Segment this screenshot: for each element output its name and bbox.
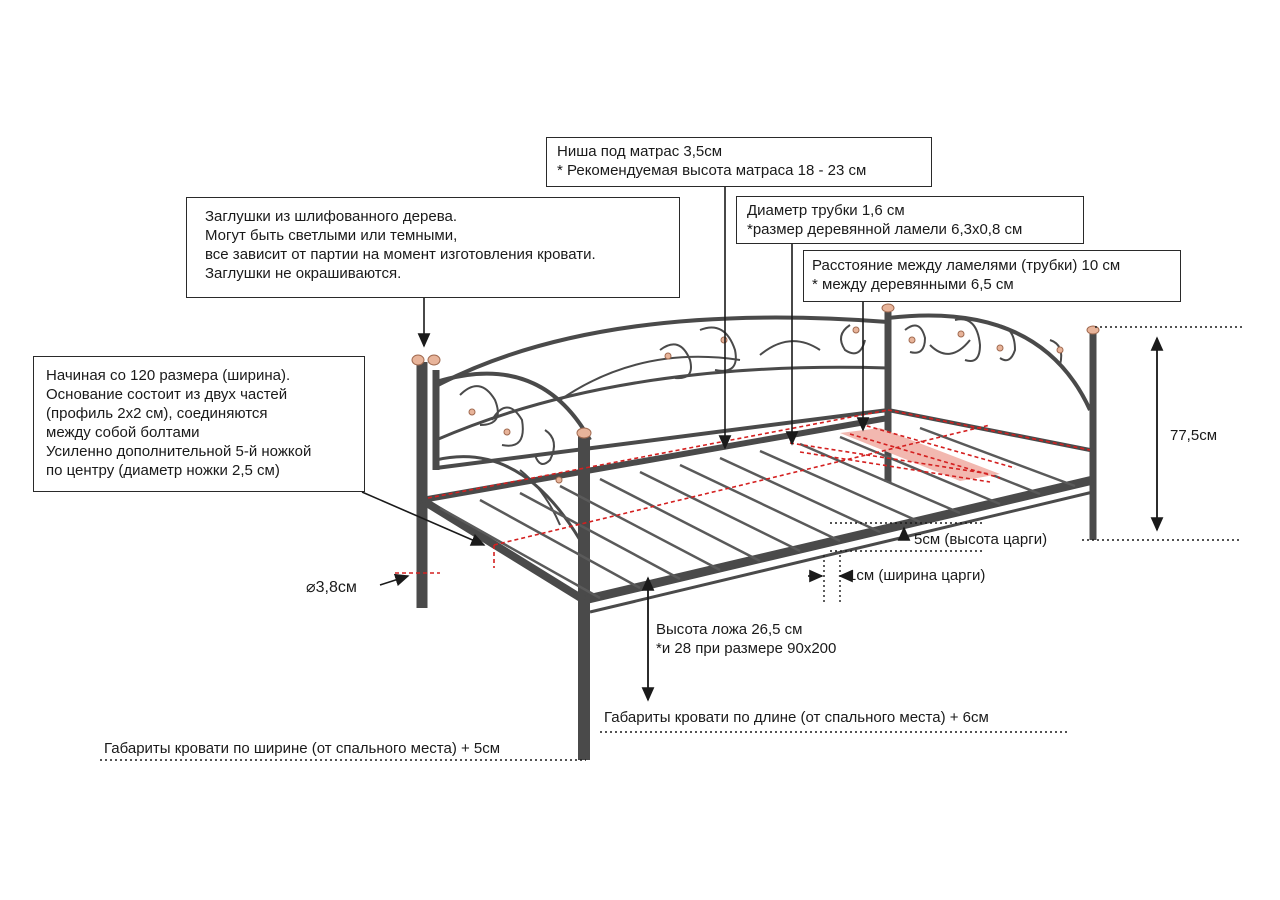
wooden-plugs	[411, 303, 1100, 484]
back-mid-arc	[435, 365, 889, 442]
callout-text: Начиная со 120 размера (ширина).	[46, 367, 291, 384]
leader-lines	[361, 185, 1164, 702]
callout-slat-spacing: Расстояние между ламелями (трубки) 10 см…	[803, 250, 1181, 302]
callout-text: между собой болтами	[46, 424, 200, 441]
right-headboard-arc	[887, 313, 1092, 411]
callout-text: Основание состоит из двух частей	[46, 386, 288, 403]
dotted-guides	[100, 326, 1245, 761]
bed-height-note: *и 28 при размере 90х200	[656, 640, 837, 657]
rail-width-label: 1см (ширина царги)	[848, 567, 986, 584]
back-top-arc	[435, 315, 889, 388]
callout-text: *размер деревянной ламели 6,3х0,8 см	[747, 221, 1023, 238]
callout-wooden-plugs: Заглушки из шлифованного дерева. Могут б…	[186, 197, 680, 298]
callout-text: Ниша под матрас 3,5см	[557, 143, 723, 160]
callout-text: Расстояние между ламелями (трубки) 10 см	[812, 257, 1121, 274]
leg-diameter-label: ⌀3,8см	[306, 579, 357, 596]
callout-text: Заглушки не окрашиваются.	[205, 265, 402, 282]
width-dimensions-label: Габариты кровати по ширине (от спального…	[104, 740, 501, 757]
back-side-rail	[421, 415, 889, 503]
callout-text: * Рекомендуемая высота матраса 18 - 23 с…	[557, 162, 867, 179]
callout-text: Заглушки из шлифованного дерева.	[205, 208, 458, 225]
left-headboard	[416, 362, 592, 608]
callout-mattress-niche: Ниша под матрас 3,5см * Рекомендуемая вы…	[546, 137, 932, 187]
left-headboard-arc	[435, 371, 592, 441]
callout-text: Усиленно дополнительной 5-й ножкой	[46, 443, 312, 460]
length-dimensions-label: Габариты кровати по длине (от спального …	[604, 709, 989, 726]
total-height-label: 77,5см	[1170, 427, 1218, 444]
callout-text: (профиль 2х2 см), соединяются	[46, 405, 268, 422]
back-frame	[435, 312, 1097, 540]
rail-height-label: 5см (высота царги)	[914, 531, 1048, 548]
callout-tube-diameter: Диаметр трубки 1,6 см *размер деревянной…	[736, 196, 1084, 244]
bed-height-label: Высота ложа 26,5 см	[656, 621, 803, 638]
red-dashed-lines	[395, 409, 1091, 574]
callout-text: по центру (диаметр ножки 2,5 см)	[46, 462, 280, 479]
slats	[439, 426, 1076, 600]
side-rail	[419, 496, 587, 604]
callout-text: Могут быть светлыми или темными,	[205, 227, 458, 244]
callout-text: все зависит от партии на момент изготовл…	[205, 246, 596, 263]
callout-text: Диаметр трубки 1,6 см	[747, 202, 905, 219]
callout-base-construction: Начиная со 120 размера (ширина). Основан…	[33, 356, 365, 492]
callout-text: * между деревянными 6,5 см	[812, 276, 1014, 293]
